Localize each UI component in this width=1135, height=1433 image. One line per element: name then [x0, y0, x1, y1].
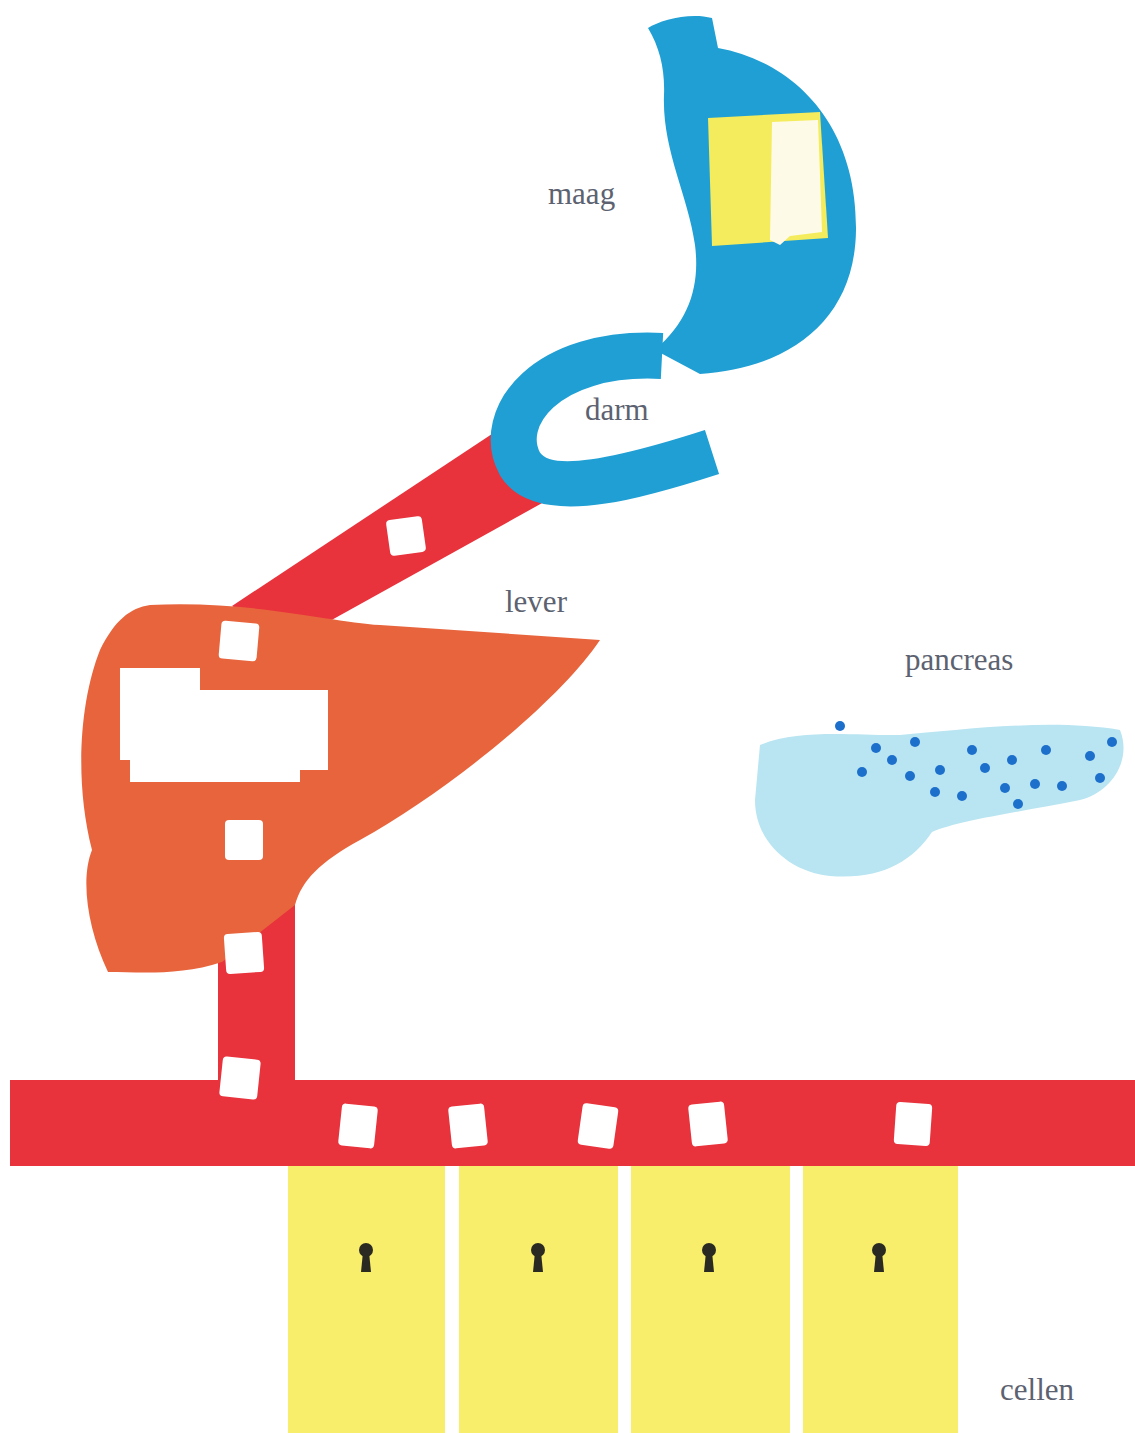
glucose-square	[448, 1103, 488, 1149]
food	[708, 112, 828, 246]
keyholes	[359, 1243, 886, 1272]
glucose-square	[219, 1056, 261, 1100]
islet-dot	[1041, 745, 1051, 755]
main-vessel	[10, 1080, 1135, 1166]
part-label: pancreas	[905, 642, 1013, 678]
glucose-square	[577, 1103, 618, 1150]
keyhole	[533, 1252, 543, 1272]
islet-dot	[930, 787, 940, 797]
cell	[631, 1166, 790, 1433]
glucose-square	[225, 820, 263, 860]
stomach	[514, 16, 856, 484]
islet-dot	[980, 763, 990, 773]
glucose-square	[894, 1102, 933, 1146]
islet-dot	[910, 737, 920, 747]
glucose-square	[224, 932, 265, 975]
intestine	[514, 356, 712, 484]
cell	[803, 1166, 958, 1433]
keyhole	[874, 1252, 884, 1272]
glucose-square	[218, 620, 259, 661]
islet-dot	[857, 767, 867, 777]
islet-dot	[871, 743, 881, 753]
pancreas	[755, 725, 1124, 877]
islet-dot	[1107, 737, 1117, 747]
islet-dot	[957, 791, 967, 801]
islet-dot	[967, 745, 977, 755]
part-label: lever	[505, 584, 567, 620]
islet-dot	[935, 765, 945, 775]
glucose-square	[386, 516, 427, 557]
keyhole	[704, 1252, 714, 1272]
cell	[459, 1166, 618, 1433]
blood-vessel	[10, 432, 1135, 1166]
glycogen-store	[120, 668, 328, 782]
islet-dot	[1095, 773, 1105, 783]
islet-dot	[1007, 755, 1017, 765]
islets	[835, 721, 1117, 809]
islet-dot	[905, 771, 915, 781]
stomach-body	[648, 16, 856, 374]
part-label: cellen	[1000, 1372, 1074, 1408]
glucose-square	[338, 1103, 378, 1149]
glucose-square	[688, 1101, 728, 1147]
part-label: darm	[585, 392, 649, 428]
liver	[81, 604, 600, 972]
cells	[288, 1166, 958, 1433]
food-highlight	[770, 120, 822, 245]
keyhole	[361, 1252, 371, 1272]
cell	[288, 1166, 445, 1433]
islet-dot	[1013, 799, 1023, 809]
islet-dot	[1030, 779, 1040, 789]
islet-dot	[1057, 781, 1067, 791]
islet-dot	[1000, 783, 1010, 793]
islet-dot	[835, 721, 845, 731]
islet-dot	[887, 755, 897, 765]
part-label: maag	[548, 176, 615, 212]
islet-dot	[1085, 751, 1095, 761]
